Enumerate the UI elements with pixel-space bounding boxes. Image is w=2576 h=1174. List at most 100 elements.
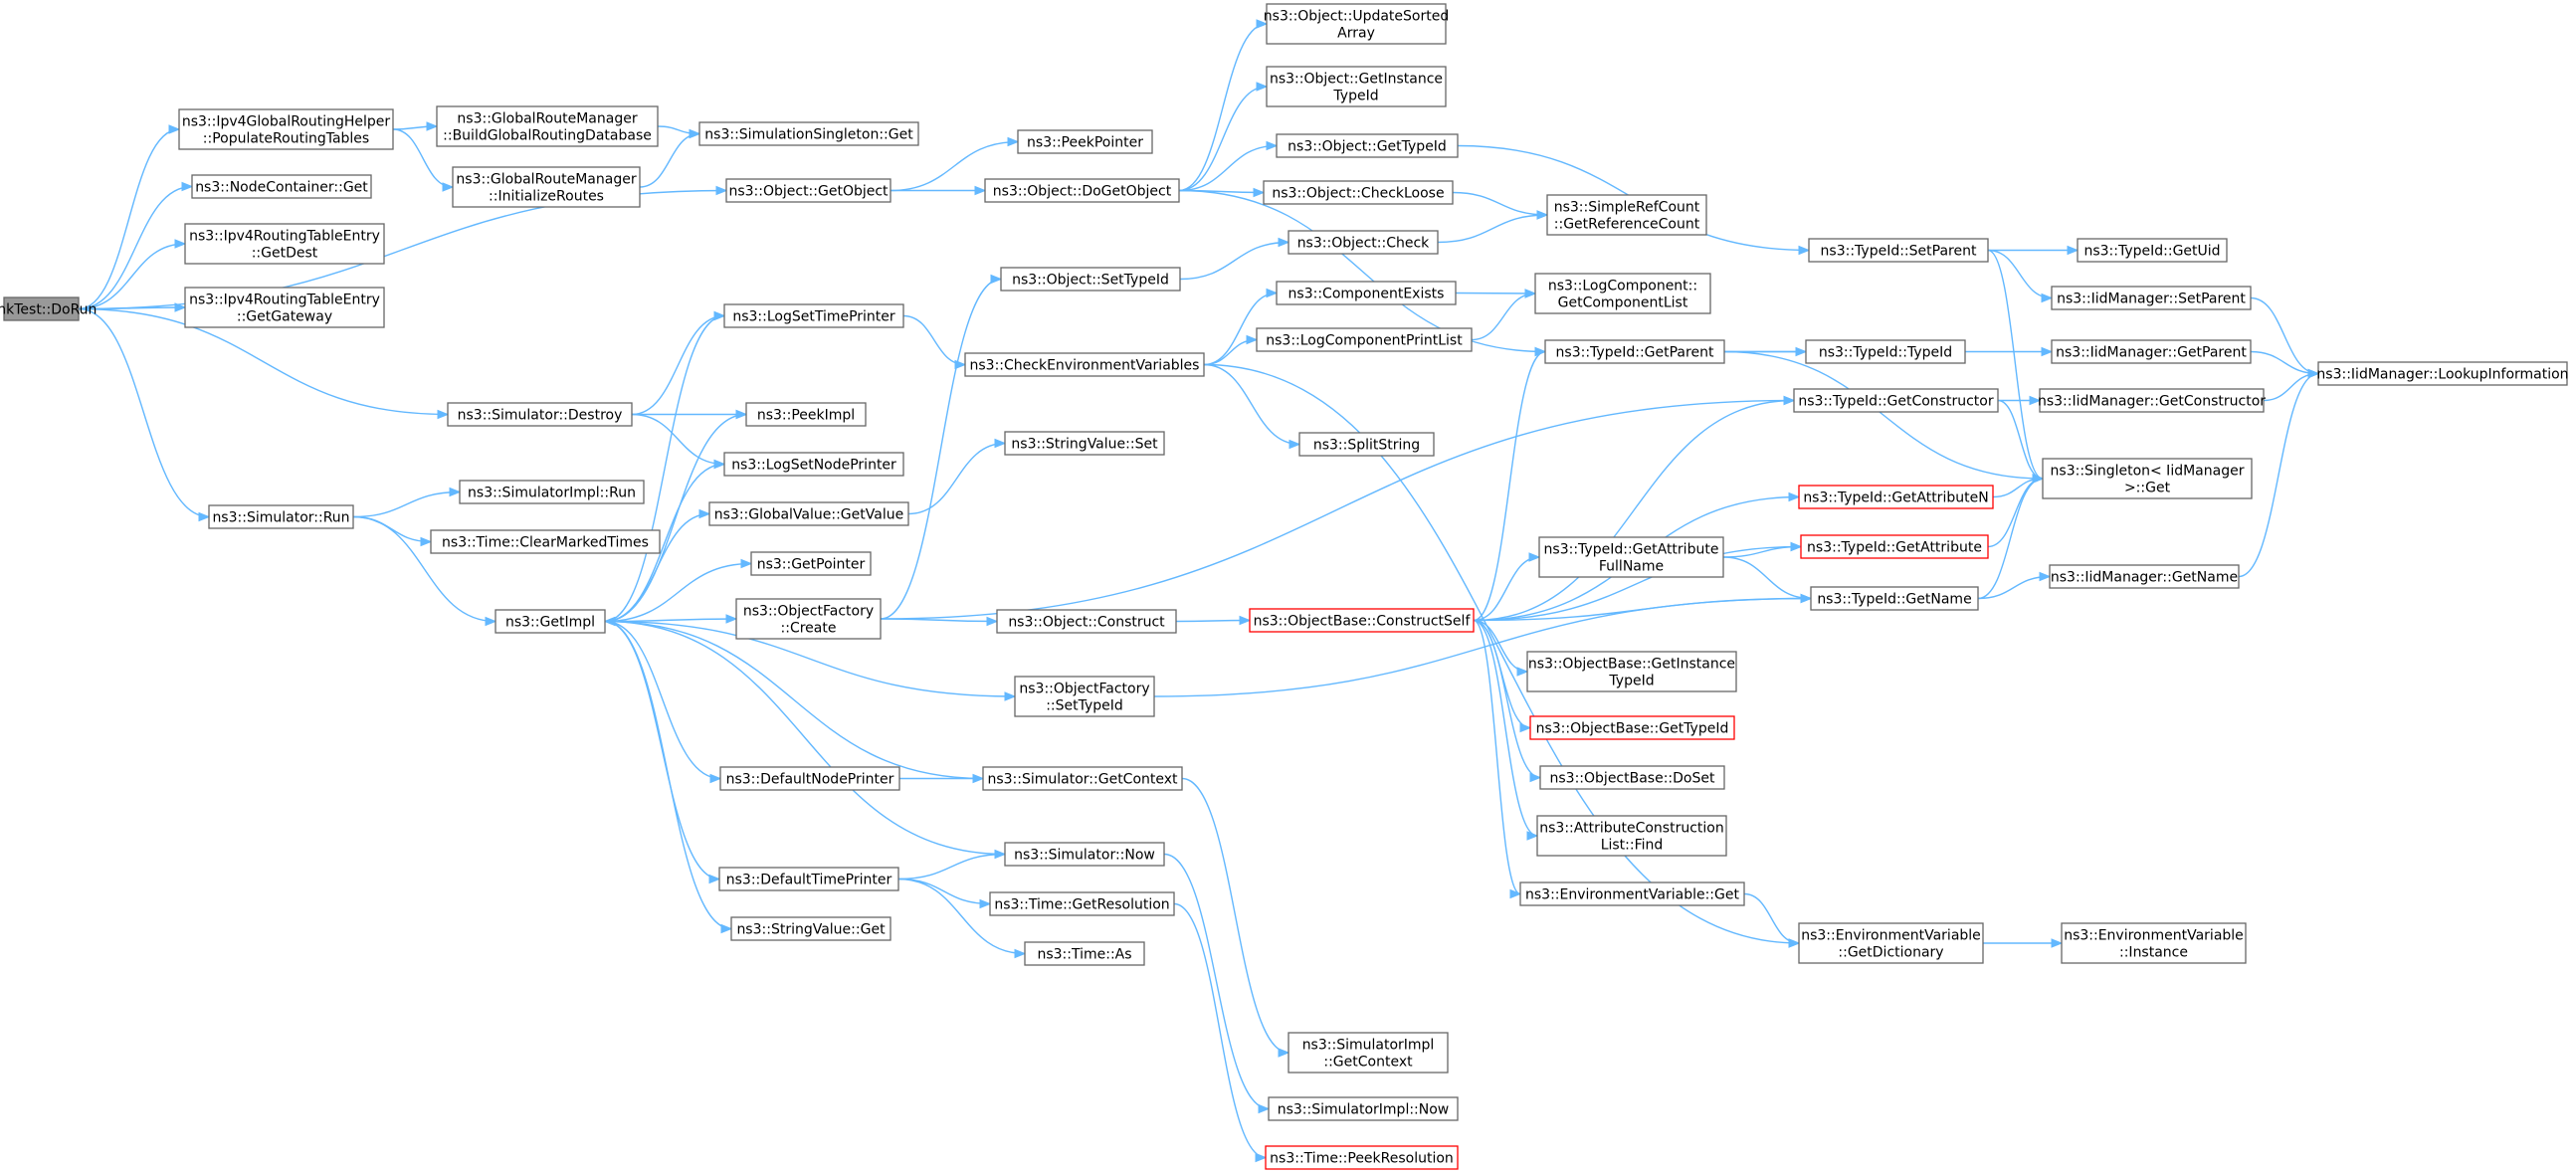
node-box (708, 501, 909, 526)
node-linktest[interactable]: LinkTest::DoRun (0, 296, 97, 321)
node-objbasedoset[interactable]: ns3::ObjectBase::DoSet (1539, 765, 1725, 790)
node-objsettid[interactable]: ns3::Object::SetTypeId (1000, 267, 1181, 292)
node-simsingleton[interactable]: ns3::SimulationSingleton::Get (698, 121, 919, 146)
node-tidgetattr[interactable]: ns3::TypeId::GetAttribute (1800, 534, 1989, 559)
node-tidsetparent[interactable]: ns3::TypeId::SetParent (1808, 238, 1989, 263)
node-ipv4grh[interactable]: ns3::Ipv4GlobalRoutingHelper::PopulateRo… (178, 108, 394, 150)
node-simgetctx[interactable]: ns3::Simulator::GetContext (982, 766, 1183, 791)
arrowhead (1278, 1048, 1290, 1058)
node-objdoget[interactable]: ns3::Object::DoGetObject (984, 178, 1180, 203)
node-simplerefcount[interactable]: ns3::SimpleRefCount::GetReferenceCount (1546, 194, 1707, 236)
node-objgettid[interactable]: ns3::Object::GetTypeId (1276, 133, 1459, 158)
node-objgetobject[interactable]: ns3::Object::GetObject (725, 178, 892, 203)
node-iidsetparent[interactable]: ns3::IidManager::SetParent (2051, 286, 2252, 310)
edge-line (1181, 777, 1289, 1054)
node-getimpl[interactable]: ns3::GetImpl (495, 609, 606, 634)
node-label: ns3::EnvironmentVariable::Get (1525, 887, 1739, 903)
node-label: ns3::TypeId::GetAttribute (1807, 540, 1982, 556)
node-peekpointer[interactable]: ns3::PeekPointer (1017, 129, 1153, 154)
node-label: ns3::Object::SetTypeId (1012, 273, 1169, 289)
node-iidgetparent[interactable]: ns3::IidManager::GetParent (2051, 339, 2252, 364)
node-tidgetuid[interactable]: ns3::TypeId::GetUid (2077, 238, 2228, 263)
node-iidgetname[interactable]: ns3::IidManager::GetName (2049, 564, 2240, 589)
arrowhead (485, 616, 497, 627)
node-strvalget[interactable]: ns3::StringValue::Get (730, 916, 892, 941)
arrowhead (725, 614, 738, 624)
node-objcheck[interactable]: ns3::Object::Check (1288, 230, 1439, 255)
arrowhead (1288, 439, 1301, 450)
node-tidgetattrn[interactable]: ns3::TypeId::GetAttributeN (1798, 485, 1994, 509)
node-logcompprint[interactable]: ns3::LogComponentPrintList (1256, 327, 1473, 352)
node-simimplnow[interactable]: ns3::SimulatorImpl::Now (1268, 1096, 1459, 1121)
node-strvalset[interactable]: ns3::StringValue::Set (1004, 431, 1165, 456)
edge-line (1452, 191, 1548, 216)
node-simimplctx[interactable]: ns3::SimulatorImpl::GetContext (1288, 1032, 1449, 1074)
node-box (459, 480, 645, 504)
node-nodecont[interactable]: ns3::NodeContainer::Get (191, 174, 372, 199)
node-objbasector[interactable]: ns3::ObjectBase::ConstructSelf (1249, 608, 1475, 633)
node-box (1000, 267, 1181, 292)
node-timeas[interactable]: ns3::Time::As (1024, 941, 1145, 966)
node-box (430, 529, 661, 554)
node-objfactcreate[interactable]: ns3::ObjectFactory::Create (735, 598, 882, 640)
arrowhead (2307, 368, 2320, 379)
node-simnow[interactable]: ns3::Simulator::Now (1004, 842, 1165, 867)
node-envdict[interactable]: ns3::EnvironmentVariable::GetDictionary (1798, 922, 1984, 964)
node-label: ::GetDictionary (1838, 945, 1943, 961)
node-defnodeprinter[interactable]: ns3::DefaultNodePrinter (719, 766, 900, 791)
node-simrun[interactable]: ns3::Simulator::Run (208, 504, 354, 529)
node-box (1529, 715, 1735, 740)
node-logsetnode[interactable]: ns3::LogSetNodePrinter (723, 452, 904, 477)
node-objconstruct[interactable]: ns3::Object::Construct (996, 609, 1177, 634)
arrowhead (1790, 541, 1803, 552)
node-objfactsettid[interactable]: ns3::ObjectFactory::SetTypeId (1014, 676, 1155, 717)
edge-objdoget-to-getinsttid (1178, 82, 1269, 192)
node-iidgetctor[interactable]: ns3::IidManager::GetConstructor (2038, 388, 2266, 413)
edge-line (1471, 293, 1536, 341)
node-iidlookup[interactable]: ns3::IidManager::LookupInformation (2316, 361, 2569, 386)
node-simimplrun[interactable]: ns3::SimulatorImpl::Run (459, 480, 645, 504)
node-simdestroy[interactable]: ns3::Simulator::Destroy (447, 402, 633, 427)
node-checkenv[interactable]: ns3::CheckEnvironmentVariables (964, 352, 1205, 377)
arrowhead (689, 128, 701, 139)
node-globalvalget[interactable]: ns3::GlobalValue::GetValue (708, 501, 909, 526)
node-tidtid[interactable]: ns3::TypeId::TypeId (1805, 339, 1966, 364)
node-timegetres[interactable]: ns3::Time::GetResolution (989, 891, 1175, 916)
node-checkloose[interactable]: ns3::Object::CheckLoose (1263, 180, 1454, 205)
node-box (1276, 281, 1457, 305)
node-timeclear[interactable]: ns3::Time::ClearMarkedTimes (430, 529, 661, 554)
node-grminit[interactable]: ns3::GlobalRouteManager::InitializeRoute… (452, 166, 641, 208)
node-getdest[interactable]: ns3::Ipv4RoutingTableEntry::GetDest (184, 223, 385, 265)
node-peekimpl[interactable]: ns3::PeekImpl (745, 402, 867, 427)
node-envinst[interactable]: ns3::EnvironmentVariable::Instance (2061, 922, 2247, 964)
node-logsettime[interactable]: ns3::LogSetTimePrinter (723, 303, 904, 328)
node-label: ns3::ObjectBase::DoSet (1550, 771, 1715, 787)
node-getpointer[interactable]: ns3::GetPointer (750, 551, 872, 576)
node-grmbuild[interactable]: ns3::GlobalRouteManager::BuildGlobalRout… (436, 105, 659, 147)
node-tidgetname[interactable]: ns3::TypeId::GetName (1810, 586, 1979, 611)
node-singleton[interactable]: ns3::Singleton< IidManager>::Get (2042, 458, 2253, 499)
node-label: ns3::Object::Construct (1008, 615, 1165, 631)
node-splitstring[interactable]: ns3::SplitString (1298, 432, 1435, 457)
node-label: ns3::LogSetNodePrinter (731, 458, 896, 474)
node-label: ns3::GetPointer (757, 557, 866, 573)
node-envget[interactable]: ns3::EnvironmentVariable::Get (1519, 881, 1745, 906)
node-deftimeprinter[interactable]: ns3::DefaultTimePrinter (718, 867, 899, 891)
node-label: ns3::Ipv4RoutingTableEntry (189, 293, 380, 308)
edge-objbasector-to-tidgetctor (1473, 395, 1796, 622)
arrowhead (994, 438, 1007, 449)
edge-objcheck-to-simplerefcount (1437, 210, 1549, 244)
node-label: >::Get (2124, 481, 2171, 496)
node-getgw[interactable]: ns3::Ipv4RoutingTableEntry::GetGateway (184, 287, 385, 328)
node-tidgetparent[interactable]: ns3::TypeId::GetParent (1544, 339, 1725, 364)
node-logcompget[interactable]: ns3::LogComponent::GetComponentList (1534, 273, 1711, 314)
node-compexists[interactable]: ns3::ComponentExists (1276, 281, 1457, 305)
node-timepeekres[interactable]: ns3::Time::PeekResolution (1265, 1145, 1459, 1170)
node-tidgetctor[interactable]: ns3::TypeId::GetConstructor (1793, 388, 1999, 413)
node-objbasegettid[interactable]: ns3::ObjectBase::GetTypeId (1529, 715, 1735, 740)
